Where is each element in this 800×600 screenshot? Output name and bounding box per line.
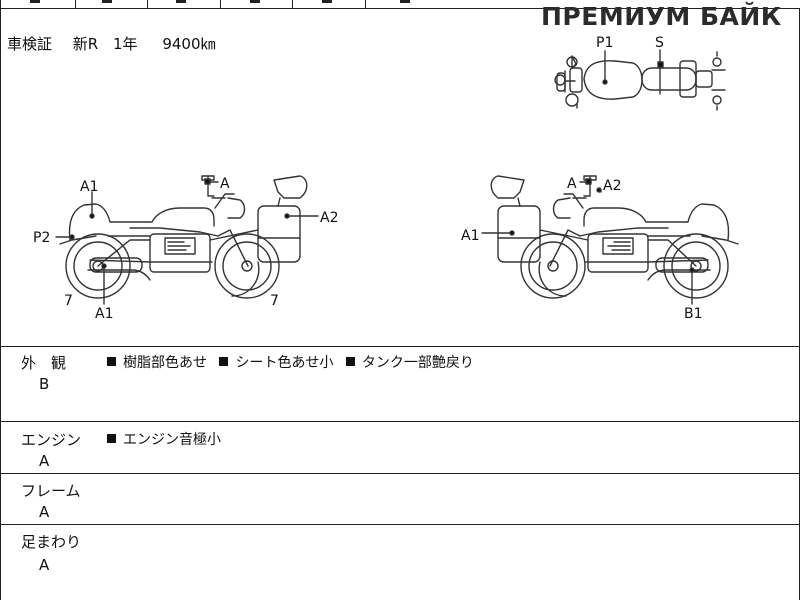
section-divider: [0, 346, 800, 347]
top-cell-border: [220, 0, 221, 8]
bullet-square-icon: [345, 357, 355, 366]
frame-grade: A: [39, 503, 50, 521]
bullet-square-icon: [107, 357, 116, 366]
top-view-motorcycle: [554, 51, 726, 111]
top-cell-border: [75, 0, 76, 8]
top-cell-border: [365, 0, 366, 8]
table-border: [0, 8, 800, 9]
suspension-label: 足まわり: [21, 533, 82, 551]
right-label-a2-tank: A2: [603, 178, 621, 194]
cut-text-mark: [30, 0, 40, 3]
right-label-a1-bag: A1: [461, 228, 479, 244]
right-label-a-mirror: A: [567, 176, 577, 192]
inspection-info: 車検証 新R 1年 9400㎞: [7, 33, 216, 54]
engine-label: エンジン: [21, 431, 82, 449]
cut-text-mark: [400, 0, 410, 3]
watermark: ПРЕМИУМ БАЙК: [541, 2, 782, 31]
left-label-a1-top: A1: [80, 179, 98, 195]
exterior-notes: 樹脂部色あせ シート色あせ小 タンク一部艶戻り: [107, 352, 482, 372]
exterior-note: タンク一部艶戻り: [345, 352, 474, 372]
section-divider: [0, 524, 800, 525]
exterior-label: 外 観: [21, 354, 67, 372]
bullet-square-icon: [107, 434, 116, 443]
cut-text-mark: [250, 0, 260, 3]
top-cell-border: [292, 0, 293, 8]
left-side-motorcycle: [59, 175, 308, 299]
left-label-a1-bottom: A1: [95, 306, 113, 322]
right-side-motorcycle: [490, 175, 739, 299]
exterior-grade: B: [39, 375, 50, 393]
top-cell-border: [0, 0, 1, 8]
top-label-p1: P1: [596, 35, 613, 51]
suspension-grade: A: [39, 556, 50, 574]
cut-text-mark: [102, 0, 112, 3]
bullet-square-icon: [219, 357, 229, 366]
top-table-fragment: [0, 0, 800, 8]
motorcycle-diagram: P1 S A1 A A2 P2 7 A1 7 A A2 A1 B1: [33, 35, 739, 322]
table-border-left: [0, 8, 1, 600]
left-label-7-rear: 7: [270, 293, 279, 309]
cut-text-mark: [176, 0, 186, 3]
inspection-years: 1年: [113, 35, 138, 53]
left-label-a2-bag: A2: [320, 210, 338, 226]
inspection-type: 新R: [72, 35, 99, 53]
engine-notes: エンジン音極小: [107, 429, 229, 449]
left-label-7-front: 7: [64, 293, 73, 309]
section-divider: [0, 473, 800, 474]
exterior-note: 樹脂部色あせ: [107, 352, 207, 372]
top-cell-border: [147, 0, 148, 8]
engine-note: エンジン音極小: [107, 429, 221, 449]
exterior-note: シート色あせ小: [219, 352, 333, 372]
frame-label: フレーム: [21, 482, 81, 500]
right-label-b1: B1: [684, 306, 703, 322]
inspection-mileage: 9400㎞: [162, 35, 216, 53]
left-label-p2: P2: [33, 230, 50, 246]
cut-text-mark: [322, 0, 332, 3]
section-divider: [0, 421, 800, 422]
engine-grade: A: [39, 452, 50, 470]
left-label-a-mirror: A: [220, 176, 230, 192]
top-label-s: S: [655, 35, 664, 51]
inspection-label: 車検証: [7, 35, 53, 53]
